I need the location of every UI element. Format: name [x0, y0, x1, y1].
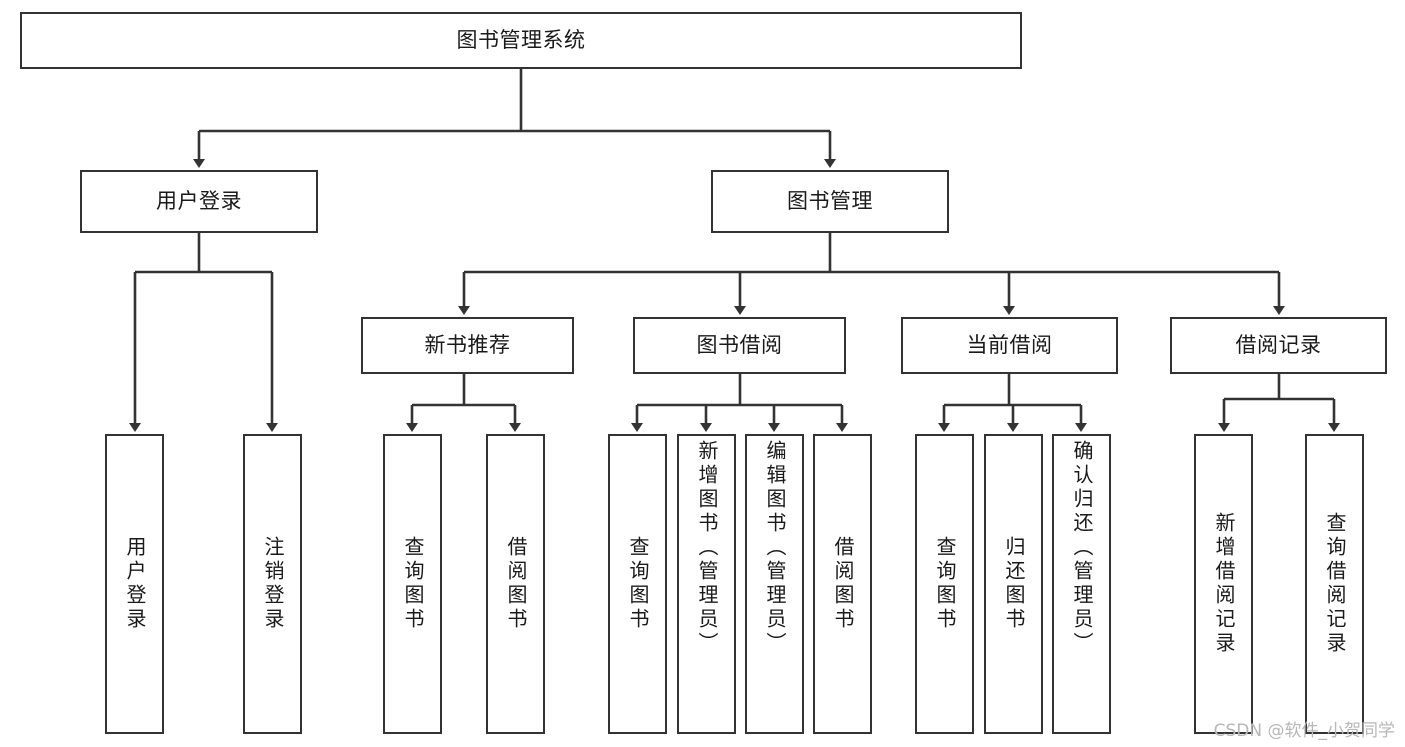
node-leaf-user-login[interactable]: 用户登录 [105, 434, 164, 734]
node-leaf-query-record[interactable]: 查询借阅记录 [1305, 434, 1364, 734]
node-leaf-add-book[interactable]: 新增图书（管理员） [677, 434, 736, 734]
node-leaf-confirm-return[interactable]: 确认归还（管理员） [1052, 434, 1111, 734]
node-leaf-user-login-label: 用户登录 [123, 536, 147, 632]
node-book-borrow[interactable]: 图书借阅 [633, 317, 846, 374]
node-user-login-label: 用户登录 [156, 189, 242, 214]
node-leaf-query-book-3-label: 查询图书 [933, 536, 957, 632]
node-leaf-borrow-book-1[interactable]: 借阅图书 [486, 434, 545, 734]
node-new-book-rec-label: 新书推荐 [424, 333, 511, 358]
node-book-manage-label: 图书管理 [787, 189, 873, 214]
node-current-borrow[interactable]: 当前借阅 [901, 317, 1118, 374]
node-leaf-confirm-return-label: 确认归还（管理员） [1070, 440, 1094, 656]
node-leaf-return-book-label: 归还图书 [1002, 536, 1026, 632]
node-leaf-query-record-label: 查询借阅记录 [1323, 512, 1347, 656]
node-leaf-query-book-1[interactable]: 查询图书 [383, 434, 442, 734]
node-leaf-user-logout[interactable]: 注销登录 [243, 434, 302, 734]
node-leaf-query-book-3[interactable]: 查询图书 [915, 434, 974, 734]
node-book-borrow-label: 图书借阅 [696, 333, 783, 358]
node-borrow-record[interactable]: 借阅记录 [1170, 317, 1387, 374]
node-leaf-edit-book-label: 编辑图书（管理员） [763, 440, 787, 656]
node-root-label: 图书管理系统 [456, 28, 586, 53]
node-leaf-edit-book[interactable]: 编辑图书（管理员） [745, 434, 804, 734]
node-leaf-user-logout-label: 注销登录 [261, 536, 285, 632]
node-leaf-query-book-1-label: 查询图书 [401, 536, 425, 632]
node-leaf-return-book[interactable]: 归还图书 [984, 434, 1043, 734]
node-borrow-record-label: 借阅记录 [1235, 333, 1322, 358]
node-leaf-borrow-book-2[interactable]: 借阅图书 [813, 434, 872, 734]
node-leaf-add-record[interactable]: 新增借阅记录 [1194, 434, 1253, 734]
node-leaf-add-record-label: 新增借阅记录 [1212, 512, 1236, 656]
node-leaf-add-book-label: 新增图书（管理员） [695, 440, 719, 656]
node-user-login[interactable]: 用户登录 [80, 170, 318, 233]
node-book-manage[interactable]: 图书管理 [711, 170, 949, 233]
node-leaf-query-book-2[interactable]: 查询图书 [608, 434, 667, 734]
node-leaf-query-book-2-label: 查询图书 [626, 536, 650, 632]
node-current-borrow-label: 当前借阅 [966, 333, 1053, 358]
node-leaf-borrow-book-2-label: 借阅图书 [831, 536, 855, 632]
node-new-book-rec[interactable]: 新书推荐 [361, 317, 574, 374]
csdn-watermark: CSDN @软件_小贺同学 [1213, 721, 1395, 741]
node-leaf-borrow-book-1-label: 借阅图书 [504, 536, 528, 632]
node-root[interactable]: 图书管理系统 [20, 12, 1022, 69]
